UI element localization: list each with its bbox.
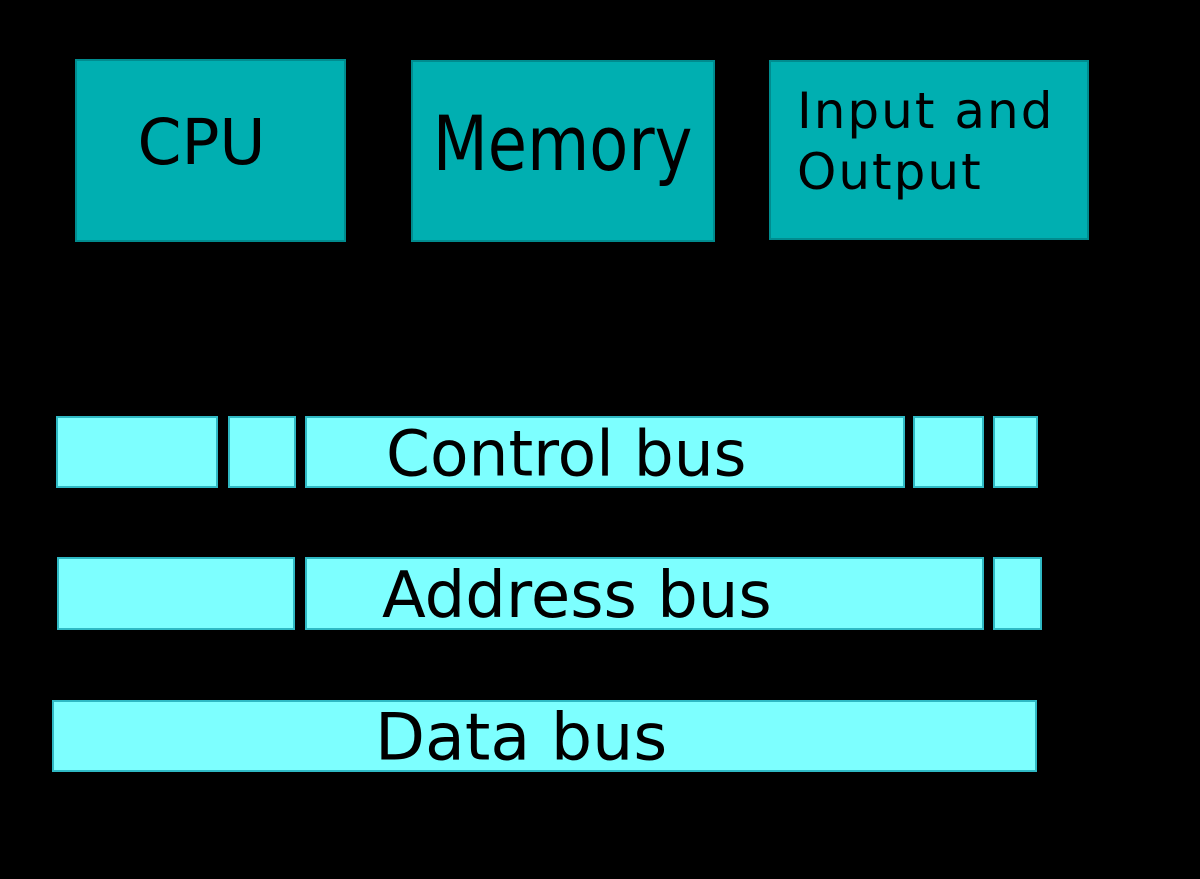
address-bus-segment — [993, 557, 1042, 630]
control-bus-segment — [913, 416, 984, 488]
address-bus: Address bus — [0, 557, 1200, 630]
input-output-box: Input and Output — [769, 60, 1089, 240]
control-bus-segment — [228, 416, 296, 488]
data-bus: Data bus — [0, 700, 1200, 772]
address-bus-segment — [305, 557, 984, 630]
address-bus-segment — [57, 557, 295, 630]
memory-label: Memory — [433, 99, 693, 188]
cpu-label: CPU — [137, 106, 266, 179]
control-bus-label: Control bus — [386, 417, 747, 491]
address-bus-label: Address bus — [382, 558, 772, 633]
control-bus-segment — [993, 416, 1038, 488]
data-bus-segment — [52, 700, 1037, 772]
control-bus-segment — [56, 416, 218, 488]
memory-box: Memory — [411, 60, 715, 242]
control-bus: Control bus — [0, 416, 1200, 488]
control-bus-segment — [305, 416, 905, 488]
cpu-box: CPU — [75, 59, 346, 242]
data-bus-label: Data bus — [375, 700, 668, 776]
input-output-label: Input and Output — [797, 81, 1055, 202]
